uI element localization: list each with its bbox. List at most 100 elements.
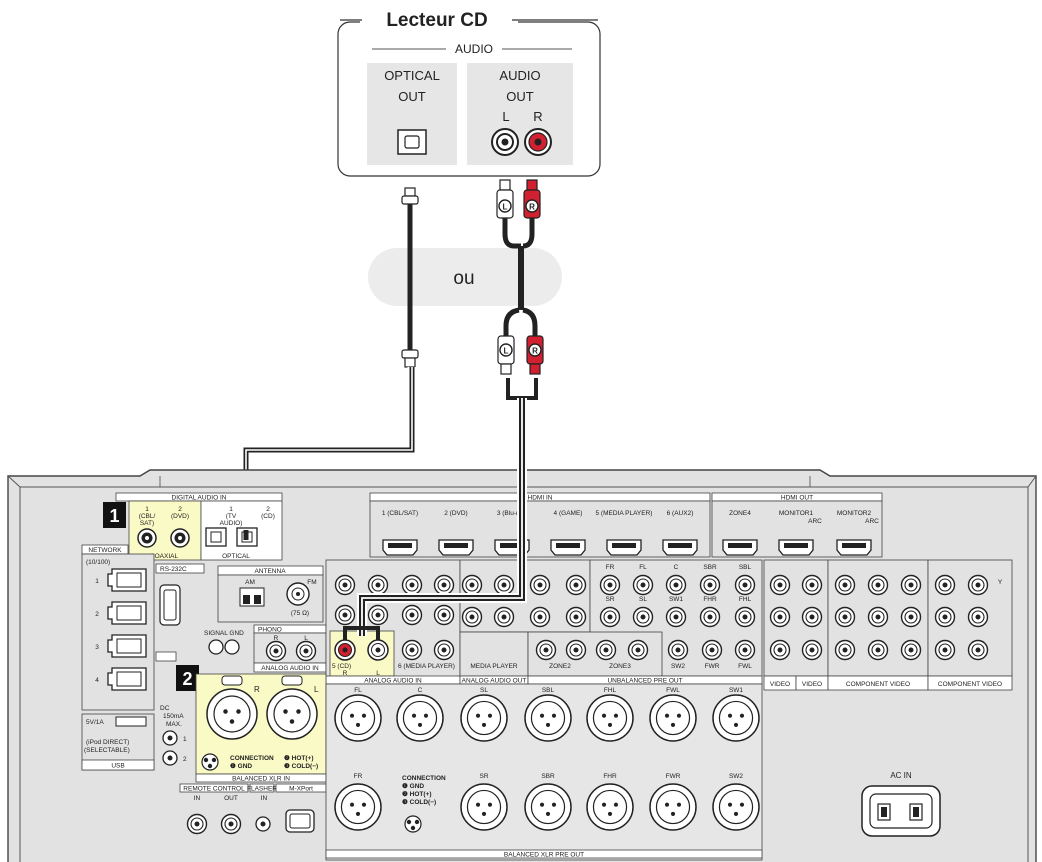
optical-in-label: OPTICAL: [222, 553, 250, 560]
network-speed-label: (10/100): [86, 559, 110, 566]
cd-player: Lecteur CD AUDIO OPTICAL OUT AUDIO OUT L…: [337, 5, 601, 177]
pre-out-SBR-jack-icon: [699, 574, 721, 596]
video-jack-1-1-icon: [801, 606, 823, 628]
plug-right-marker-icon: [525, 199, 539, 213]
hdmi-in-port-6-icon: [662, 539, 698, 556]
digital-audio-in-label: DIGITAL AUDIO IN: [172, 495, 227, 502]
xlr-out-C-jack-icon: [396, 694, 444, 742]
dc-rating-2: MAX.: [166, 721, 182, 728]
coax1-label-c: SAT): [140, 520, 154, 527]
component-out-jack-1-1-icon: [967, 606, 989, 628]
coaxial-label: COAXIAL: [150, 553, 179, 560]
multi-in-jack-mid-2-icon: [529, 606, 551, 628]
audio-out-area: [467, 63, 573, 165]
coaxial-jack-2-icon: [170, 528, 190, 548]
hdmi-in-port-1-icon: [382, 539, 418, 556]
phono-label: PHONO: [258, 627, 282, 634]
video-jack-0-0-icon: [769, 574, 791, 596]
video-jack-0-1-icon: [769, 606, 791, 628]
mxport-label: M-XPort: [289, 786, 313, 793]
step-1-marker: [103, 502, 126, 528]
component-in-jack-0-1-icon: [834, 606, 856, 628]
pre-out-C-jack-icon: [665, 574, 687, 596]
multi-in-jack-top-2-icon: [529, 574, 551, 596]
xlr-in-r-label: R: [254, 685, 260, 694]
phono-analog-label: ANALOG AUDIO IN: [261, 665, 319, 672]
flasher-in-label: IN: [261, 795, 268, 802]
zone3-label: ZONE3: [609, 663, 631, 670]
hdmi-out-port-ZONE4-icon: [722, 539, 758, 556]
plug-left-marker-icon-2: [499, 343, 513, 357]
plug-right-letter: R: [529, 203, 535, 212]
pre-out-mid-FHL-label: FHL: [739, 596, 752, 603]
xlr-out-bottom-SR-label: SR: [479, 773, 488, 780]
balanced-xlr-in-label: BALANCED XLR IN: [232, 776, 290, 783]
component-in-jack-1-0-icon: [867, 574, 889, 596]
am-label: AM: [245, 579, 255, 586]
component-out-jack-0-2-icon: [934, 639, 956, 661]
xlr-out-pinout-icon: [404, 815, 422, 833]
analog-in-jack-bluray-3-icon: [433, 604, 455, 626]
pre-out-SL-jack-icon: [632, 606, 654, 628]
component-in-jack-1-1-icon: [867, 606, 889, 628]
or-bubble: [368, 248, 562, 306]
plug-right-marker-icon-2: [528, 343, 542, 357]
xlr-out-top-SW1-label: SW1: [729, 687, 743, 694]
rca-right-jack-icon: [524, 128, 552, 156]
coax2-label-b: (DVD): [171, 513, 189, 520]
xlr-in-jacks: [206, 675, 318, 740]
xlr-in-hot-label: ❷ HOT(+): [284, 754, 313, 762]
network-port-1-number: 1: [95, 578, 99, 585]
xlr-out-connection-label: CONNECTION: [402, 775, 446, 782]
video-jacks: [769, 574, 989, 661]
analog-in-jack-cbl-3-icon: [433, 574, 455, 596]
plug-left-letter-2: L: [504, 347, 509, 356]
cd-in-right-jack-icon: [334, 639, 356, 661]
opt1-label-c: AUDIO): [220, 520, 243, 527]
trigger-jack-2-icon: [162, 750, 178, 766]
pre-out-FHL-jack-icon: [734, 606, 756, 628]
hdmi-in-label-3: 3 (Blu-ray): [497, 510, 527, 517]
pre-out-FHR-jack-icon: [699, 606, 721, 628]
hdmi-in-label-1: 1 (CBL/SAT): [382, 510, 418, 517]
xlr-out-bottom-FHR-label: FHR: [603, 773, 617, 780]
ethernet-port-2-icon: [107, 601, 147, 625]
pre-out-top-FR-label: FR: [606, 564, 615, 571]
analog-audio-out-label: ANALOG AUDIO OUT: [462, 678, 527, 685]
analog-in-jack-bluray-1-icon: [367, 604, 389, 626]
analog-audio-in-label: ANALOG AUDIO IN: [364, 678, 422, 685]
pre-out-top-SBL-label: SBL: [739, 564, 752, 571]
pre-out-FWL-jack-icon: [734, 639, 756, 661]
phono-l-jack-icon: [295, 640, 317, 662]
xlr-out-cold-label: ❸ COLD(−): [402, 798, 436, 806]
arc-label-1: ARC: [808, 518, 822, 525]
optical-in-1-icon: [205, 527, 227, 547]
xlr-out-SBL-jack-icon: [524, 694, 572, 742]
analog-in-media-r-icon: [401, 639, 423, 661]
cable-endpoints: [243, 398, 527, 640]
component-in-jack-2-1-icon: [900, 606, 922, 628]
step-1-number: 1: [109, 506, 119, 526]
flasher-label: FLASHER: [247, 786, 277, 793]
xlr-out-SW1-jack-icon: [712, 694, 760, 742]
pre-out-bottom-SW2-label: SW2: [671, 663, 685, 670]
component-out-jack-0-1-icon: [934, 606, 956, 628]
analog-in-jack-cbl-1-icon: [367, 574, 389, 596]
flasher-jack-icon: [255, 816, 271, 832]
opt2-label-a: 2: [266, 506, 270, 513]
component-out-jack-1-0-icon: [967, 574, 989, 596]
pre-out-mid-FHR-label: FHR: [703, 596, 717, 603]
plug-right-letter-2: R: [532, 347, 538, 356]
coax1-label-a: 1: [145, 506, 149, 513]
zone3-r-jack-icon: [595, 639, 617, 661]
component-out-jack-0-0-icon: [934, 574, 956, 596]
video-jack-1-2-icon: [801, 639, 823, 661]
pre-out-SR-jack-icon: [599, 606, 621, 628]
hdmi-in-label-4: 4 (GAME): [554, 510, 583, 517]
xlr-out-top-FHL-label: FHL: [604, 687, 617, 694]
analog-in-jack-cbl-2-icon: [401, 574, 423, 596]
remote-control-label: REMOTE CONTROL: [183, 786, 245, 793]
hdmi-in-port-4-icon: [550, 539, 586, 556]
arc-label-2: ARC: [865, 518, 879, 525]
